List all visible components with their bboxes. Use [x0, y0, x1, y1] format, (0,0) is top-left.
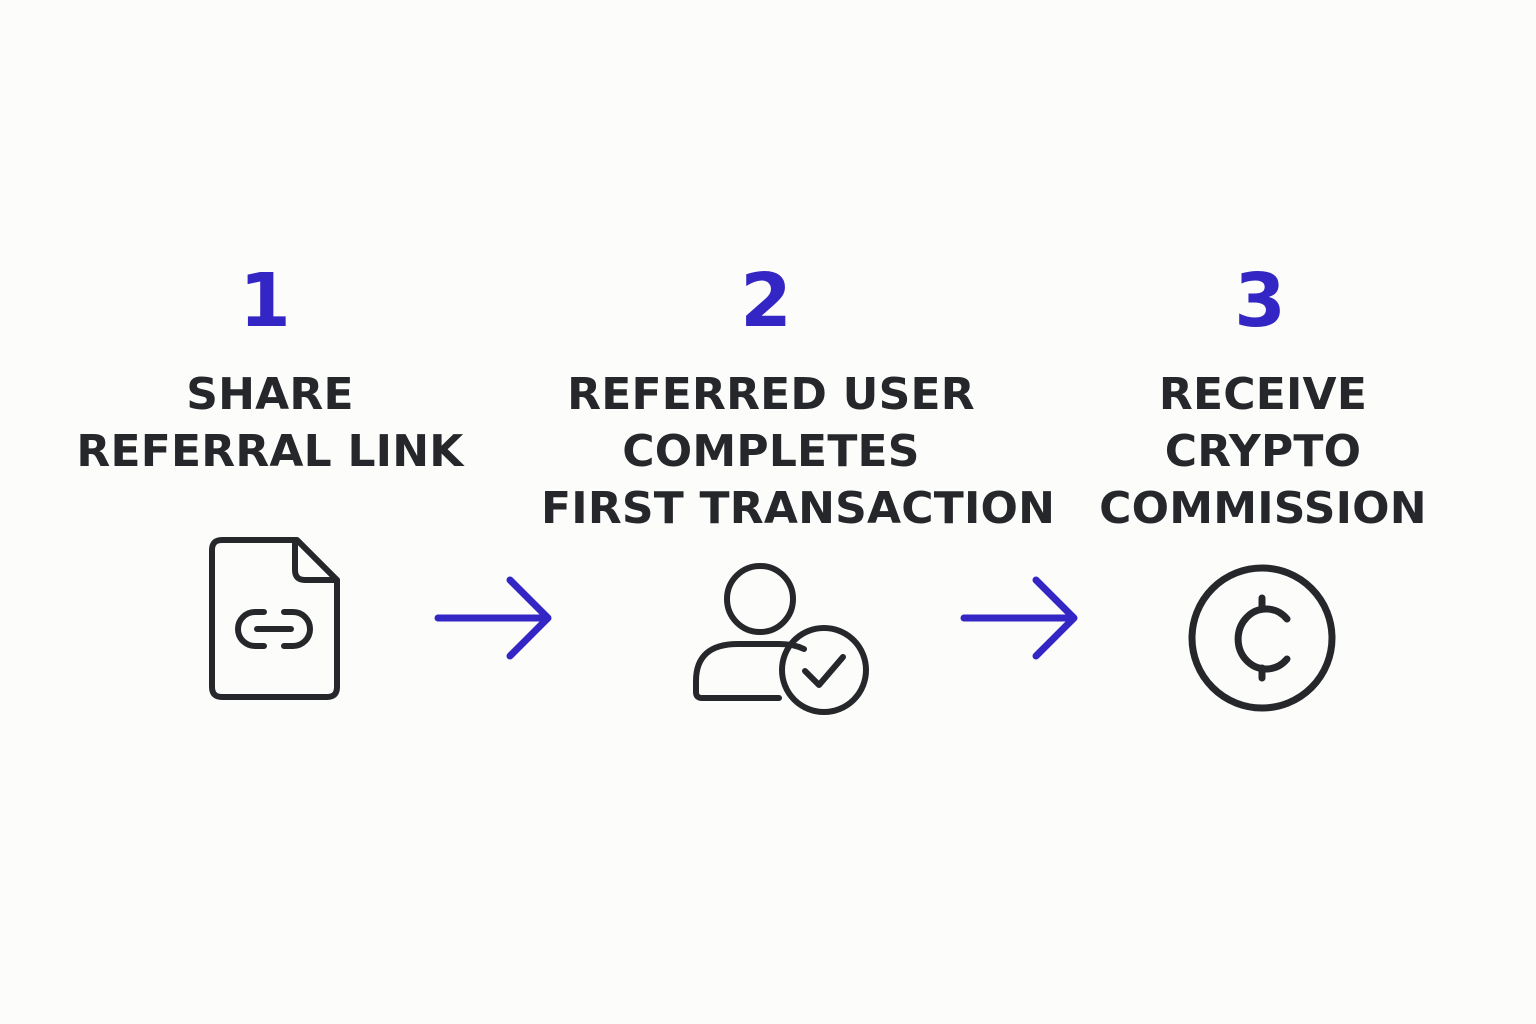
- step-2-label: REFERRED USER COMPLETES FIRST TRANSACTIO…: [541, 366, 1056, 537]
- step-3-label-line-1: RECEIVE: [1158, 369, 1368, 420]
- step-1-label: SHARE REFERRAL LINK: [40, 366, 500, 480]
- step-1-number: 1: [239, 258, 291, 344]
- step-1-label-line-2: REFERRAL LINK: [76, 426, 464, 477]
- step-3-label-line-2: CRYPTO: [1164, 426, 1362, 477]
- step-3-number: 3: [1234, 258, 1286, 344]
- step-2-number: 2: [740, 258, 792, 344]
- step-3-label: RECEIVE CRYPTO COMMISSION: [1033, 366, 1493, 537]
- step-3-label-line-3: COMMISSION: [1099, 483, 1427, 534]
- step-2-label-line-2: COMPLETES: [622, 426, 920, 477]
- step-2-label-line-1: REFERRED USER: [567, 369, 975, 420]
- step-1-label-line-1: SHARE: [186, 369, 354, 420]
- arrow-right-icon: [434, 576, 552, 660]
- step-2-label-line-3: FIRST TRANSACTION: [541, 483, 1056, 534]
- arrow-right-icon: [960, 576, 1078, 660]
- user-check-icon: [693, 563, 869, 715]
- document-link-icon: [209, 537, 340, 700]
- coin-icon: [1188, 564, 1336, 712]
